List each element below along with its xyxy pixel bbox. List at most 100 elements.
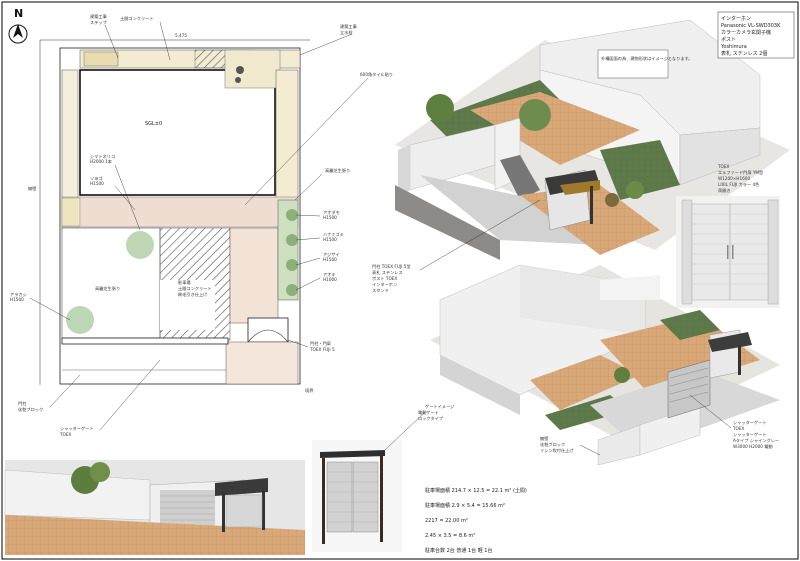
svg-text:2.45 × 3.5 = 8.6 m²: 2.45 × 3.5 = 8.6 m²	[425, 533, 475, 539]
shrub-icon	[605, 193, 619, 207]
plan-label: TOEX	[59, 432, 71, 437]
plan-label: 刷毛引き仕上げ	[178, 291, 208, 298]
plan-label: アオダモ	[323, 209, 340, 216]
gate-product-image	[676, 196, 780, 308]
gate-description: TOEX エルファード門扉 YM型 W1200×H1600 LIXIL FUJI…	[717, 164, 763, 194]
svg-text:シャッターゲート: シャッターゲート	[733, 431, 767, 438]
svg-text:駐車台数 2台 普通 1台 軽 1台: 駐車台数 2台 普通 1台 軽 1台	[425, 547, 493, 554]
shrub-icon	[614, 367, 630, 383]
intercom-description: 門柱 TOEX FUJI 5型 表札 ステンレス ポスト TOEX インターホン…	[372, 199, 541, 294]
tree-icon	[426, 94, 454, 122]
svg-text:Yoshimura: Yoshimura	[720, 44, 747, 50]
tree-shimatoneriko-icon	[126, 231, 154, 259]
plan-label: ステップ	[90, 20, 108, 26]
plan-label: H1500	[90, 181, 104, 186]
svg-text:駐車場面積 2.9 × 5.4 = 15.66 m²: 駐車場面積 2.9 × 5.4 = 15.66 m²	[425, 502, 505, 509]
plan-label: 高麗芝生張り	[325, 167, 350, 174]
plan-label: H1500	[323, 215, 337, 220]
area-summary: 駐車場面積 214.7 × 12.5 = 22.1 m² (土間) 駐車場面積 …	[425, 487, 527, 554]
svg-text:インターホン: インターホン	[721, 15, 751, 22]
plan-label: H1000	[323, 277, 337, 282]
plan-label: H1500	[323, 237, 337, 242]
house-footprint	[79, 69, 276, 196]
svg-text:Panasonic VL-SWD303K: Panasonic VL-SWD303K	[721, 23, 781, 29]
plan-label: 立水栓	[340, 29, 353, 36]
plan-label: シマトネリコ	[90, 154, 115, 160]
svg-text:化粧ブロック: 化粧ブロック	[540, 441, 565, 448]
svg-text:スタンド: スタンド	[372, 287, 389, 294]
plan-label: 駐車場	[178, 279, 191, 286]
svg-text:門柱 TOEX FUJI 5型: 門柱 TOEX FUJI 5型	[372, 263, 411, 270]
svg-text:LIXIL FUJI カラー 4色: LIXIL FUJI カラー 4色	[718, 181, 760, 188]
plan-label: 建築工事	[90, 13, 107, 20]
svg-text:擁壁: 擁壁	[540, 435, 548, 442]
plan-label: H2000 1本	[90, 158, 113, 165]
plan-label: 建築工事	[340, 23, 357, 30]
tree-icon	[519, 99, 551, 131]
plan-label: ハナミズキ	[323, 231, 344, 238]
render-top	[395, 19, 790, 260]
render-note-box	[597, 49, 669, 79]
east-strip	[275, 69, 299, 201]
plan-top-dim: 5,475	[175, 33, 187, 38]
gate-3d-image	[312, 440, 402, 552]
svg-text:TOEX: TOEX	[732, 426, 744, 431]
north-arrow-icon: N	[8, 7, 28, 44]
front-apron	[225, 341, 299, 385]
svg-text:TOEX: TOEX	[717, 164, 729, 169]
plan-label: 化粧ブロック	[18, 406, 43, 413]
plan-label: 土間コンクリート	[178, 285, 212, 292]
plan-label: H1500	[323, 257, 337, 262]
plan-label: アジサイ	[323, 252, 340, 258]
svg-text:ポスト: ポスト	[721, 36, 736, 43]
shrub-icon	[286, 234, 298, 246]
tree-araka-icon	[66, 306, 94, 334]
gate-image-note: ゲートイメージ 電動ゲート ロックタイプ	[384, 403, 454, 451]
site-plan: 5,475 SGL±0	[10, 13, 393, 437]
svg-text:ロックタイプ: ロックタイプ	[418, 415, 444, 422]
render-note: 外構図面の為、建物形状はイメージとなります。	[601, 55, 693, 62]
approach-path	[229, 227, 279, 324]
render-middle	[430, 264, 780, 466]
plan-label: 土間コンクリート	[120, 15, 154, 22]
front-wall	[61, 337, 229, 345]
tile-band	[61, 196, 299, 228]
carport-description: シャッターゲート TOEX シャッターゲート Aタイプ シャイングレー W300…	[689, 394, 779, 450]
wall-description: 擁壁 化粧ブロック リシン吹付仕上げ	[540, 435, 601, 456]
svg-text:駐車場面積 214.7 × 12.5 = 22.1 m² (: 駐車場面積 214.7 × 12.5 = 22.1 m² (土間)	[425, 487, 527, 494]
render-bottom-left	[4, 460, 305, 555]
svg-text:W1200×H1600: W1200×H1600	[718, 176, 750, 181]
svg-text:電動ゲート: 電動ゲート	[418, 409, 439, 416]
svg-text:表札 ステンレス: 表札 ステンレス	[372, 269, 403, 276]
shrub-icon	[286, 284, 298, 296]
plan-label: 境界	[305, 387, 314, 394]
plan-label: アラカシ	[10, 292, 27, 298]
plan-label: 高麗芝生張り	[95, 285, 120, 292]
svg-text:両開き: 両開き	[718, 188, 731, 194]
svg-text:2217 = 22.00 m²: 2217 = 22.00 m²	[425, 518, 468, 524]
shrub-icon	[286, 259, 298, 271]
plan-label: 門柱・門扉	[310, 340, 331, 347]
svg-text:シャッターゲート: シャッターゲート	[733, 419, 767, 426]
plan-label: シャッターゲート	[60, 425, 94, 432]
plan-label: 600角タイル貼り	[360, 71, 393, 78]
svg-text:カラーカメラ玄関子機: カラーカメラ玄関子機	[721, 29, 771, 36]
shrub-icon	[286, 209, 298, 221]
svg-text:リシン吹付仕上げ: リシン吹付仕上げ	[540, 447, 574, 454]
svg-text:エルファード門扉 YM型: エルファード門扉 YM型	[718, 169, 763, 176]
plan-label: 門柱	[18, 400, 27, 407]
svg-text:表札 ステンレス 2個: 表札 ステンレス 2個	[721, 50, 767, 57]
shrub-icon	[626, 181, 644, 199]
plan-label: アオキ	[323, 272, 336, 278]
north-label: N	[14, 7, 23, 20]
plan-label: TOEX FUJI 5	[309, 347, 335, 352]
title-block: インターホン Panasonic VL-SWD303K カラーカメラ玄関子機 ポ…	[717, 11, 795, 59]
svg-text:W3000 H2000 電動: W3000 H2000 電動	[733, 443, 773, 450]
room-label: SGL±0	[145, 121, 162, 127]
svg-text:インターホン: インターホン	[372, 281, 397, 288]
plan-label: 擁壁	[28, 185, 36, 192]
svg-text:Aタイプ シャイングレー: Aタイプ シャイングレー	[733, 437, 779, 444]
plan-label: H1500	[10, 297, 24, 302]
svg-text:ゲートイメージ: ゲートイメージ	[425, 403, 454, 410]
